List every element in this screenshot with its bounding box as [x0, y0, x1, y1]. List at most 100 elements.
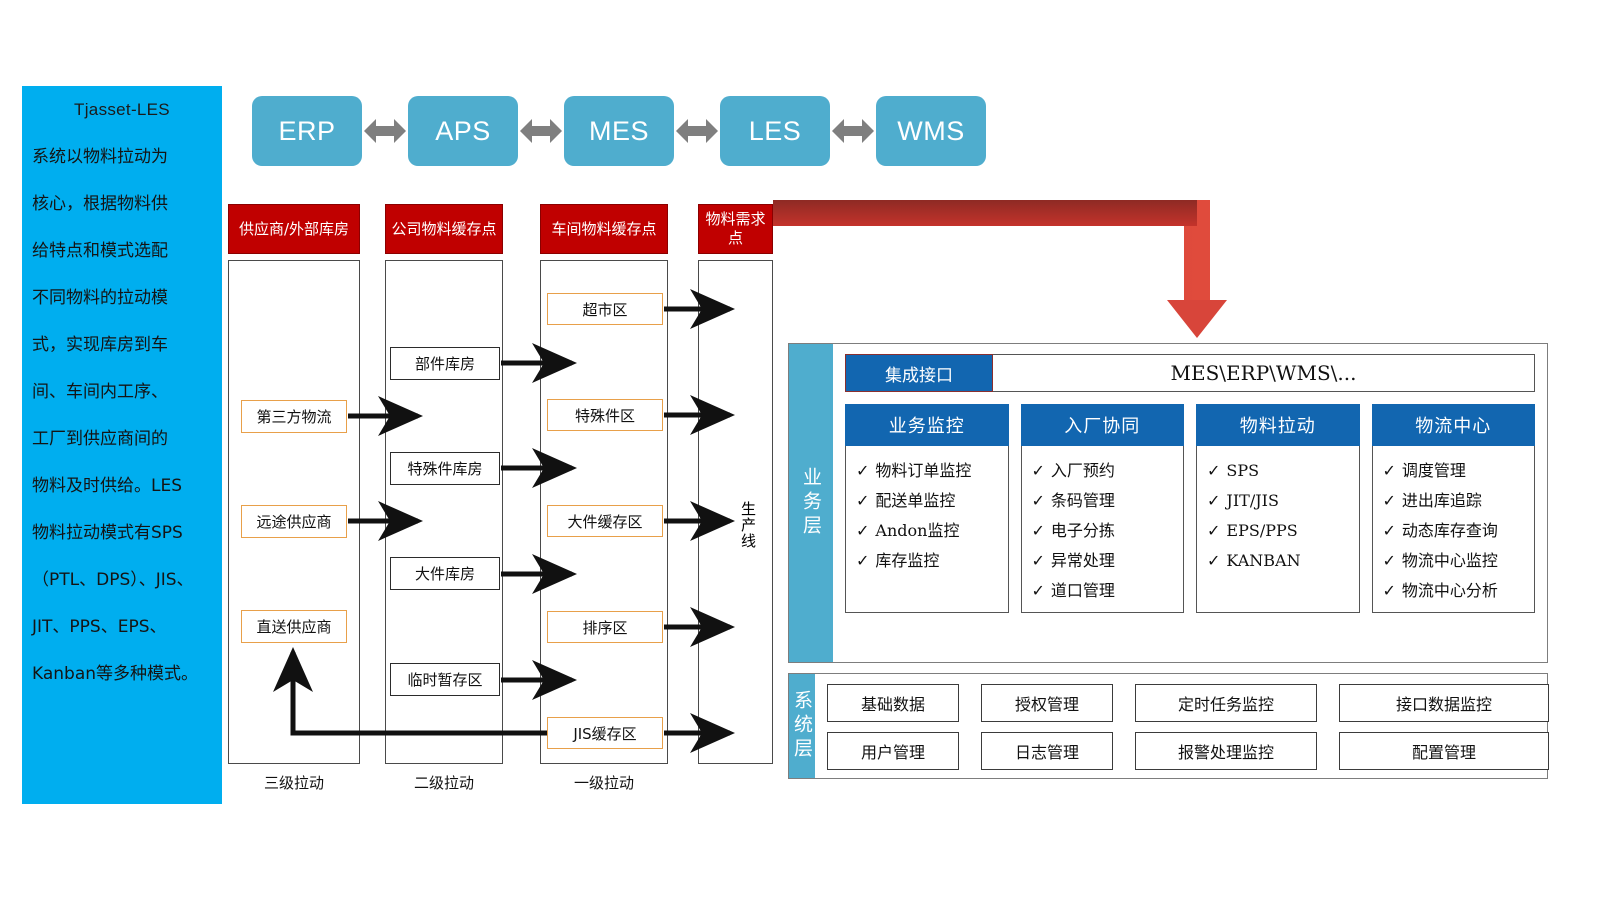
sidebar-description-panel: Tjasset-LES 系统以物料拉动为核心，根据物料供给特点和模式选配不同物料… [22, 86, 222, 804]
business-group-item-label: JIT/JIS [1226, 491, 1279, 510]
business-group: 物流中心✓调度管理✓进出库追踪✓动态库存查询✓物流中心监控✓物流中心分析 [1371, 404, 1535, 613]
system-module[interactable]: 定时任务监控 [1135, 684, 1317, 722]
check-icon: ✓ [856, 491, 870, 510]
business-groups: 业务监控✓物料订单监控✓配送单监控✓Andon监控✓库存监控入厂协同✓入厂预约✓… [845, 404, 1535, 613]
system-modules-grid: 基础数据授权管理定时任务监控接口数据监控用户管理日志管理报警处理监控配置管理 [815, 674, 1561, 778]
business-group: 物料拉动✓SPS✓JIT/JIS✓EPS/PPS✓KANBAN [1196, 404, 1360, 613]
business-group-item[interactable]: ✓物料订单监控 [856, 456, 1002, 486]
business-group-item[interactable]: ✓调度管理 [1383, 456, 1529, 486]
check-icon: ✓ [856, 551, 870, 570]
business-group-item[interactable]: ✓ KANBAN [1207, 546, 1353, 576]
node-third-party-logistics[interactable]: 第三方物流 [241, 400, 347, 433]
node-large-parts-warehouse[interactable]: 大件库房 [390, 557, 500, 590]
business-group-item-label: 物料订单监控 [875, 461, 972, 480]
business-group-title[interactable]: 物流中心 [1371, 404, 1535, 446]
node-remote-supplier[interactable]: 远途供应商 [241, 505, 347, 538]
business-group-item-label: 电子分拣 [1050, 521, 1115, 540]
business-group-item[interactable]: ✓条码管理 [1032, 486, 1178, 516]
business-group-item[interactable]: ✓ 动态库存查询 [1383, 516, 1529, 546]
sidebar-line: 物料及时供给。LES [32, 476, 183, 496]
business-layer: 业务层 集成接口 MES\ERP\WMS\... 业务监控✓物料订单监控✓配送单… [788, 343, 1548, 663]
business-group-item-label: KANBAN [1226, 551, 1301, 570]
node-sequencing-area[interactable]: 排序区 [547, 611, 663, 643]
business-group-title[interactable]: 入厂协同 [1020, 404, 1184, 446]
system-layer-bar: 系统层 [789, 674, 815, 778]
node-special-parts-area[interactable]: 特殊件区 [547, 399, 663, 431]
business-group-item[interactable]: ✓进出库追踪 [1383, 486, 1529, 516]
business-group-item-label: 道口管理 [1050, 581, 1115, 600]
node-temp-storage-area[interactable]: 临时暂存区 [390, 663, 500, 696]
system-layer: 系统层 基础数据授权管理定时任务监控接口数据监控用户管理日志管理报警处理监控配置… [788, 673, 1549, 779]
business-group: 业务监控 ✓物料订单监控 ✓ 配送单监控 ✓ Andon监控 ✓ 库存监控 [845, 404, 1009, 613]
check-icon: ✓ [1031, 581, 1045, 600]
node-special-parts-warehouse[interactable]: 特殊件库房 [390, 452, 500, 485]
node-direct-supplier[interactable]: 直送供应商 [241, 610, 347, 643]
business-group-item[interactable]: ✓ 库存监控 [856, 546, 1002, 576]
integration-interface-row: 集成接口 MES\ERP\WMS\... [845, 354, 1535, 392]
system-module[interactable]: 用户管理 [827, 732, 959, 770]
system-box-mes[interactable]: MES [564, 96, 674, 166]
business-group-item[interactable]: ✓ 道口管理 [1032, 576, 1178, 606]
sidebar-line: 不同物料的拉动模 [32, 288, 168, 308]
node-large-parts-buffer-area[interactable]: 大件缓存区 [547, 505, 663, 537]
business-group-item[interactable]: ✓电子分拣 [1032, 516, 1178, 546]
business-group-item[interactable]: ✓ SPS [1207, 456, 1353, 486]
system-box-les[interactable]: LES [720, 96, 830, 166]
business-group-item-label: 库存监控 [875, 551, 940, 570]
integration-interface-label: 集成接口 [845, 354, 993, 392]
check-icon: ✓ [1207, 551, 1221, 570]
system-box-wms[interactable]: WMS [876, 96, 986, 166]
sidebar-line: （PTL、DPS）、JIS、 [32, 570, 194, 590]
double-arrow-icon [518, 109, 564, 153]
flow-column-label-tier3: 三级拉动 [263, 774, 324, 792]
system-box-erp[interactable]: ERP [252, 96, 362, 166]
node-jis-buffer-area[interactable]: JIS缓存区 [547, 717, 663, 749]
business-group-title[interactable]: 物料拉动 [1196, 404, 1360, 446]
business-group-item-label: SPS [1226, 461, 1260, 480]
business-group-list: ✓调度管理✓进出库追踪✓动态库存查询✓物流中心监控✓物流中心分析 [1371, 446, 1535, 613]
business-group-item[interactable]: ✓异常处理 [1032, 546, 1178, 576]
check-icon: ✓ [1207, 521, 1221, 540]
node-parts-warehouse[interactable]: 部件库房 [390, 347, 500, 380]
business-layer-bar: 业务层 [789, 344, 833, 662]
check-icon: ✓ [1382, 491, 1396, 510]
business-group-item-label: Andon监控 [875, 521, 960, 540]
flow-column-label-tier1: 一级拉动 [573, 774, 634, 792]
system-module[interactable]: 配置管理 [1339, 732, 1549, 770]
system-layer-label: 系统层 [791, 690, 813, 762]
sidebar-line: 核心，根据物料供 [32, 194, 168, 214]
sidebar-title: Tjasset-LES [74, 100, 170, 119]
sidebar-line: 给特点和模式选配 [32, 241, 168, 261]
business-group-title[interactable]: 业务监控 [845, 404, 1009, 446]
check-icon: ✓ [1382, 461, 1396, 480]
system-module[interactable]: 日志管理 [981, 732, 1113, 770]
business-group-item[interactable]: ✓ Andon监控 [856, 516, 1002, 546]
flow-header-workshop-buffer: 车间物料缓存点 [540, 204, 668, 254]
business-group-item[interactable]: ✓ 配送单监控 [856, 486, 1002, 516]
system-module[interactable]: 授权管理 [981, 684, 1113, 722]
check-icon: ✓ [856, 521, 870, 540]
check-icon: ✓ [1031, 551, 1045, 570]
check-icon: ✓ [1382, 521, 1396, 540]
check-icon: ✓ [1382, 581, 1396, 600]
sidebar-line: 工厂到供应商间的 [32, 429, 168, 449]
business-layer-label: 业务层 [800, 467, 822, 539]
node-supermarket-area[interactable]: 超市区 [547, 293, 663, 325]
check-icon: ✓ [1382, 551, 1396, 570]
business-group-item[interactable]: ✓物流中心监控 [1383, 546, 1529, 576]
business-group-list: ✓物料订单监控 ✓ 配送单监控 ✓ Andon监控 ✓ 库存监控 [845, 446, 1009, 613]
sidebar-line: JIT、PPS、EPS、 [32, 617, 167, 637]
check-icon: ✓ [1207, 461, 1221, 480]
business-group-item[interactable]: ✓JIT/JIS [1207, 486, 1353, 516]
business-group-item[interactable]: ✓入厂预约 [1032, 456, 1178, 486]
business-group-item-label: 动态库存查询 [1401, 521, 1498, 540]
double-arrow-icon [674, 109, 720, 153]
system-box-aps[interactable]: APS [408, 96, 518, 166]
business-group-item[interactable]: ✓EPS/PPS [1207, 516, 1353, 546]
system-module[interactable]: 基础数据 [827, 684, 959, 722]
system-module[interactable]: 报警处理监控 [1135, 732, 1317, 770]
business-group-item[interactable]: ✓物流中心分析 [1383, 576, 1529, 606]
business-group-item-label: 配送单监控 [875, 491, 956, 510]
business-group: 入厂协同✓入厂预约✓条码管理✓电子分拣✓异常处理✓道口管理 [1020, 404, 1184, 613]
system-module[interactable]: 接口数据监控 [1339, 684, 1549, 722]
